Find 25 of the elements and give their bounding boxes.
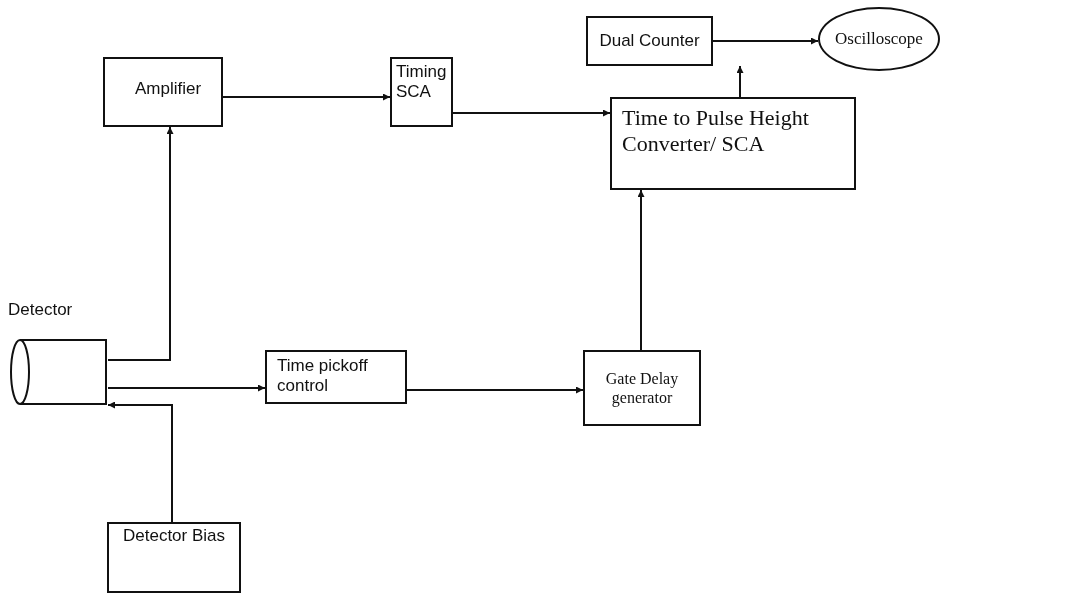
node-label: Amplifier [135,79,202,100]
arrow [637,189,645,351]
arrow [107,384,266,392]
process-box [610,97,856,190]
arrow [406,386,584,394]
arrow [452,109,611,117]
process-box [583,350,701,426]
process-box [103,57,223,127]
node-label: Dual Counter [599,30,700,52]
node-label: Detector [8,300,73,321]
node-label: Timing SCA [396,62,447,103]
arrow [712,37,819,45]
process-box [586,16,713,66]
process-box [107,522,241,593]
process-box [265,350,407,404]
node-label: Gate Delay generator [604,368,680,408]
node-label: Time pickoff control [277,356,369,397]
arrow [107,401,173,523]
arrow [736,65,744,98]
node-label: Detector Bias [122,526,225,547]
arrow [222,93,391,101]
node-label: Time to Pulse Height Converter/ SCA [622,105,810,158]
arrow [107,126,174,361]
process-box [390,57,453,127]
node-label: Oscilloscope [835,28,923,50]
